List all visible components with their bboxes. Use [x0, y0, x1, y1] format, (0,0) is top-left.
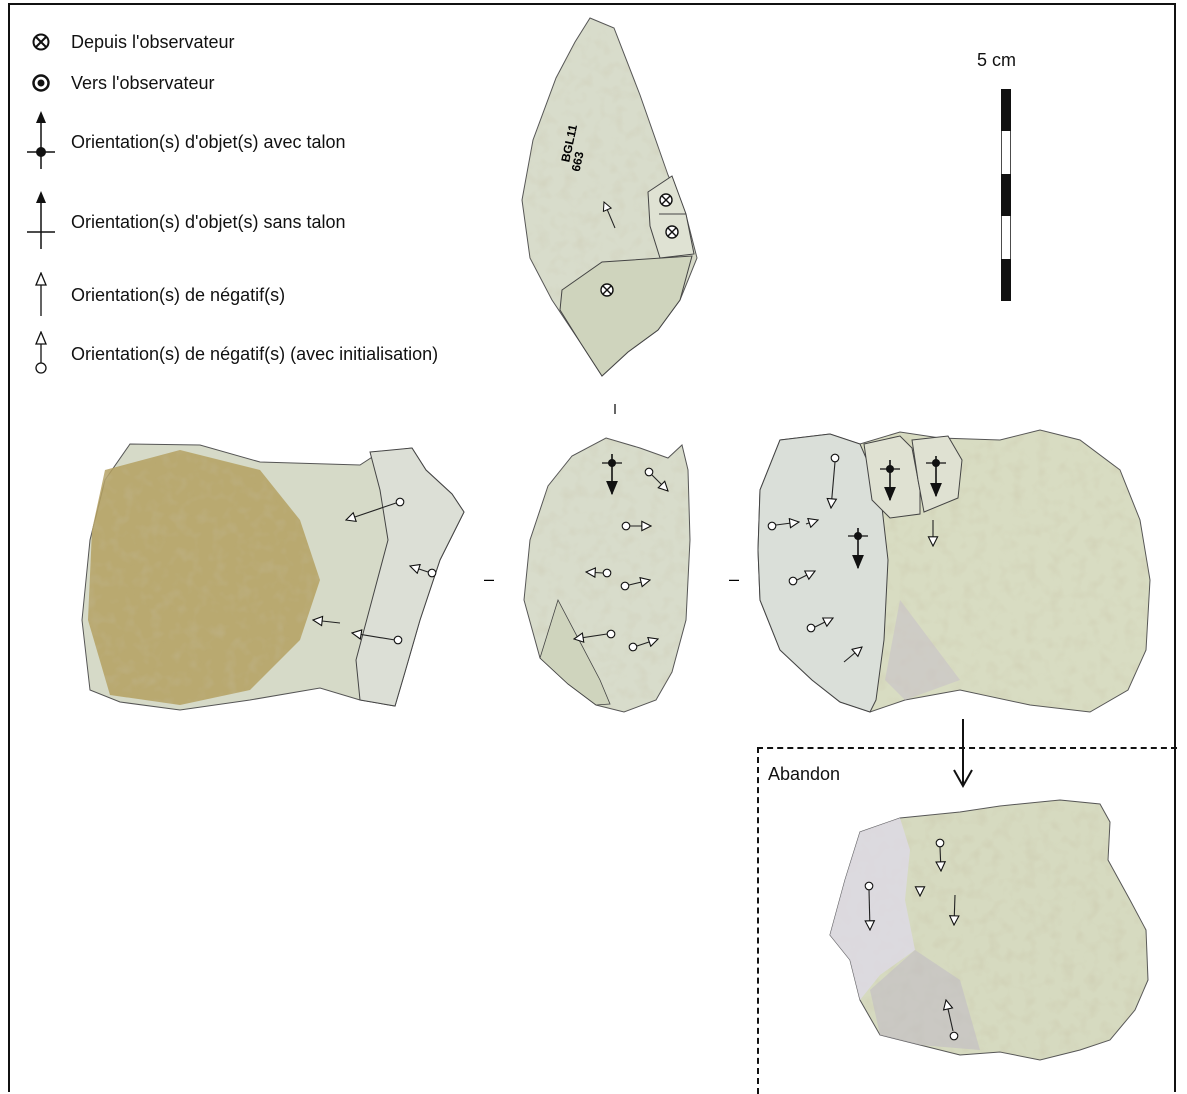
- orientation-dash-right: –: [729, 569, 739, 589]
- top-view-artifact: BGL11 663: [522, 18, 697, 376]
- abandon-label: Abandon: [768, 764, 840, 785]
- left-view-artifact: [82, 444, 464, 710]
- center-view-artifact: [524, 438, 690, 712]
- orientation-dash-left: –: [484, 569, 494, 589]
- right-view-artifact: [758, 430, 1150, 712]
- abandon-box: [757, 747, 1177, 1094]
